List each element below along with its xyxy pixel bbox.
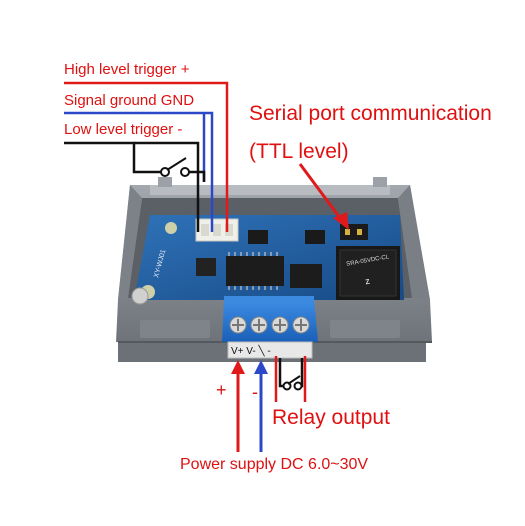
- small-chip: [196, 258, 216, 276]
- power-plus-sign: +: [216, 380, 227, 400]
- relay-component: SRA-05VDC-CL Z: [336, 246, 400, 300]
- relay-output-label: Relay output: [272, 406, 390, 429]
- serial-port-arrow: [298, 163, 349, 230]
- transistor: [305, 230, 325, 244]
- input-switch-symbol: [160, 157, 190, 177]
- pcb-board: XY-WJ01: [131, 215, 404, 305]
- power-wiring: [231, 360, 268, 452]
- gnd-wire: [64, 111, 214, 232]
- mounting-hole: [165, 222, 177, 234]
- signal-ground-label: Signal ground GND: [64, 92, 195, 109]
- high-trigger-wire: [64, 81, 229, 232]
- power-supply-label: Power supply DC 6.0~30V: [180, 456, 369, 473]
- terminal-block: V+ V- ╲ -: [222, 296, 318, 359]
- capacitor: [131, 287, 149, 305]
- input-wiring: [64, 81, 229, 232]
- serial-port-label: Serial port communication: [249, 102, 492, 125]
- low-level-trigger-label: Low level trigger -: [64, 121, 183, 138]
- terminal-screw: [292, 316, 310, 334]
- low-trigger-wire: [64, 141, 136, 160]
- case-clip-left: [158, 177, 172, 187]
- high-level-trigger-label: High level trigger +: [64, 61, 190, 78]
- ttl-level-label: (TTL level): [249, 140, 349, 163]
- relay-output-bracket: [274, 356, 307, 402]
- case-clip-right: [373, 177, 387, 187]
- mcu-chip: [226, 252, 284, 290]
- relay-switch-symbol: [282, 375, 303, 391]
- power-minus-sign: -: [252, 382, 258, 402]
- terminal-screw: [229, 316, 247, 334]
- transistor: [248, 230, 268, 244]
- terminal-label: V+ V- ╲ -: [231, 344, 271, 357]
- terminal-screw: [271, 316, 289, 334]
- svg-text:Z: Z: [365, 279, 371, 287]
- driver-chip: [290, 264, 322, 288]
- terminal-screw: [250, 316, 268, 334]
